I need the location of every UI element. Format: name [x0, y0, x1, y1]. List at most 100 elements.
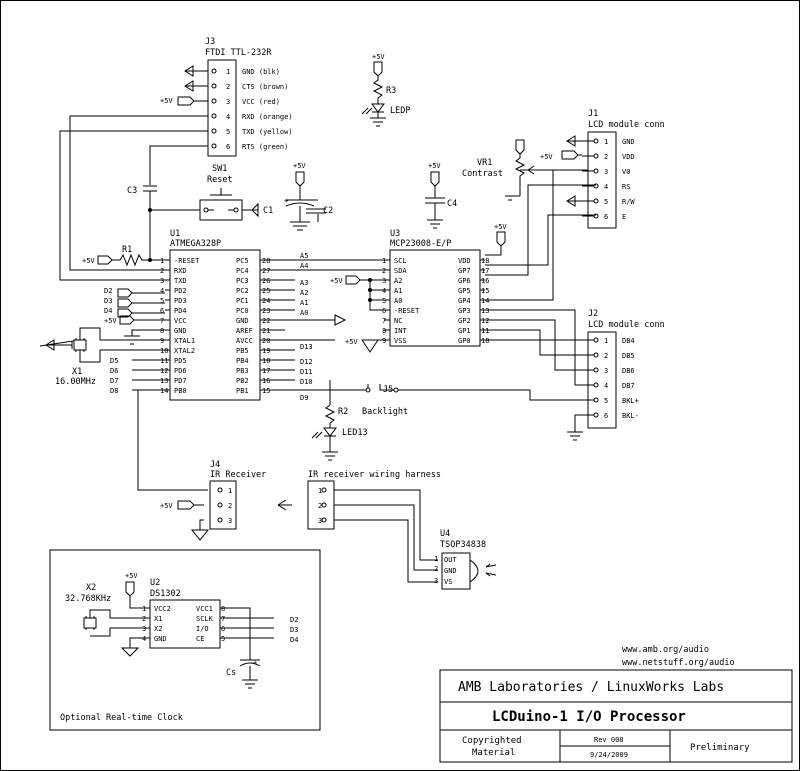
net-d12: D12	[300, 358, 313, 366]
u1-right-pin-25: 25	[262, 287, 270, 295]
net-d3: D3	[104, 297, 112, 305]
u3-left-pin-5: 5	[382, 297, 386, 305]
u2-left-pin-3: 3	[142, 625, 146, 633]
r1-label: R1	[122, 245, 132, 255]
title-block: AMB Laboratories / LinuxWorks Labs LCDui…	[439, 669, 793, 763]
u3-right-pin-10: 10	[481, 337, 489, 345]
j1-pin-1: 1	[604, 138, 608, 146]
u3-left-pin-8: 8	[382, 327, 386, 335]
u3-right-pin-label: GP6	[458, 277, 471, 285]
svg-text:2: 2	[434, 565, 438, 573]
u1-left-pin-14: 14	[160, 387, 168, 395]
u1-left-pin-3: 3	[160, 277, 164, 285]
u3-left-pin-label: INT	[394, 327, 407, 335]
rtc-net-d4: D4	[290, 636, 298, 644]
j2-part: LCD module conn	[588, 320, 665, 330]
u3-right-pin-label: GP3	[458, 307, 471, 315]
vcc-flag	[561, 150, 582, 160]
url-netstuff: www.netstuff.org/audio	[622, 658, 735, 668]
u1-right-pin-28: 28	[262, 257, 270, 265]
u3-right-pin-label: GP0	[458, 337, 471, 345]
u3-right-pin-17: 17	[481, 267, 489, 275]
j2-pin-3: 3	[604, 367, 608, 375]
ground-symbol	[184, 65, 200, 92]
u3-left-pin-6: 6	[382, 307, 386, 315]
u3-left-pin-3: 3	[382, 277, 386, 285]
j1-pin-label: V0	[622, 168, 630, 176]
net-d6: D6	[110, 367, 118, 375]
harness-title: IR receiver wiring harness	[308, 470, 441, 480]
u2-ref: U2	[150, 578, 160, 588]
j2-pin-2: 2	[604, 352, 608, 360]
u3-left-pin-label: A0	[394, 297, 402, 305]
drawing-title: LCDuino-1 I/O Processor	[492, 709, 686, 725]
j4-ref: J4	[210, 460, 220, 470]
net-d4: D4	[104, 307, 112, 315]
j2-pin-label: DB6	[622, 367, 635, 375]
net-d7: D7	[110, 377, 118, 385]
u3-left-pin-label: -RESET	[394, 307, 420, 315]
j5-ref: J5	[383, 385, 393, 395]
u3-left-pin-1: 1	[382, 257, 386, 265]
c4-label: C4	[447, 199, 457, 209]
j3-pin-label: RXD (orange)	[242, 113, 293, 121]
j4-ir-receiver: J4 IR Receiver 123 +5V	[160, 460, 266, 541]
r3-vcc-net: +5V	[372, 53, 385, 61]
ledp-label: LEDP	[390, 106, 410, 116]
u1-vcc-net: +5V	[104, 317, 117, 325]
j1-pin-6: 6	[604, 213, 608, 221]
u1-right-pin-label: GND	[236, 317, 249, 325]
j2-pin-4: 4	[604, 382, 608, 390]
u1-left-pin-label: PD3	[174, 297, 187, 305]
j1-pin-5: 5	[604, 198, 608, 206]
u3-left-pin-7: 7	[382, 317, 386, 325]
u1-right-pin-label: PC3	[236, 277, 249, 285]
j3-pin-6: 6	[226, 143, 230, 151]
copyright-line2: Material	[472, 748, 515, 758]
r3-label: R3	[386, 86, 396, 96]
sw1-ref: SW1	[212, 164, 227, 174]
revision: Rev 008	[594, 736, 624, 744]
vr1-ref: VR1	[477, 158, 492, 168]
net-a5: A5	[300, 252, 308, 260]
u3-left-pin-label: A1	[394, 287, 402, 295]
u4-ref: U4	[440, 529, 450, 539]
ground-symbol	[566, 195, 582, 207]
u1-left-pin-11: 11	[160, 357, 168, 365]
u1-right-pin-16: 16	[262, 377, 270, 385]
u3-right-pin-15: 15	[481, 287, 489, 295]
u3-right-pin-13: 13	[481, 307, 489, 315]
u1-left-pin-5: 5	[160, 297, 164, 305]
j3-pin-label: GND (blk)	[242, 68, 280, 76]
u1-right-pin-label: PB3	[236, 367, 249, 375]
u3-left-pin-label: VSS	[394, 337, 407, 345]
u2-right-pin-label: I/O	[196, 625, 209, 633]
u1-right-pin-label: PB1	[236, 387, 249, 395]
u1-right-pin-15: 15	[262, 387, 270, 395]
u1-left-pin-label: -RESET	[174, 257, 200, 265]
j3-ref: J3	[205, 37, 215, 47]
u2-right-pin-label: SCLK	[196, 615, 214, 623]
j2-pin-6: 6	[604, 412, 608, 420]
j1-pin-label: VDD	[622, 153, 635, 161]
svg-text:+: +	[253, 659, 257, 667]
j3-pin-1: 1	[226, 68, 230, 76]
svg-text:1: 1	[434, 555, 438, 563]
u1-left-pin-label: TXD	[174, 277, 187, 285]
x1-crystal: X1 16.00MHz	[39, 327, 165, 387]
j1-pin-label: GND	[622, 138, 635, 146]
j3-pin-label: RTS (green)	[242, 143, 288, 151]
cs-label: Cs	[226, 668, 236, 678]
j1-pin-3: 3	[604, 168, 608, 176]
u1-right-pin-label: PB5	[236, 347, 249, 355]
copyright-line1: Copyrighted	[462, 736, 522, 746]
u3-right-pin-label: GP1	[458, 327, 471, 335]
u4-part: TSOP34838	[440, 540, 486, 550]
j2-pin-label: DB4	[622, 337, 635, 345]
rtc-section: Optional Real-time Clock X2 32.768KHz +5…	[49, 549, 321, 731]
sw1-reset-switch: SW1 Reset	[150, 164, 259, 221]
u3-ref: U3	[390, 229, 400, 239]
ir-harness: IR receiver wiring harness 123	[277, 470, 441, 583]
u3-right-pin-label: GP7	[458, 267, 471, 275]
revision-date: 9/24/2009	[590, 751, 628, 759]
